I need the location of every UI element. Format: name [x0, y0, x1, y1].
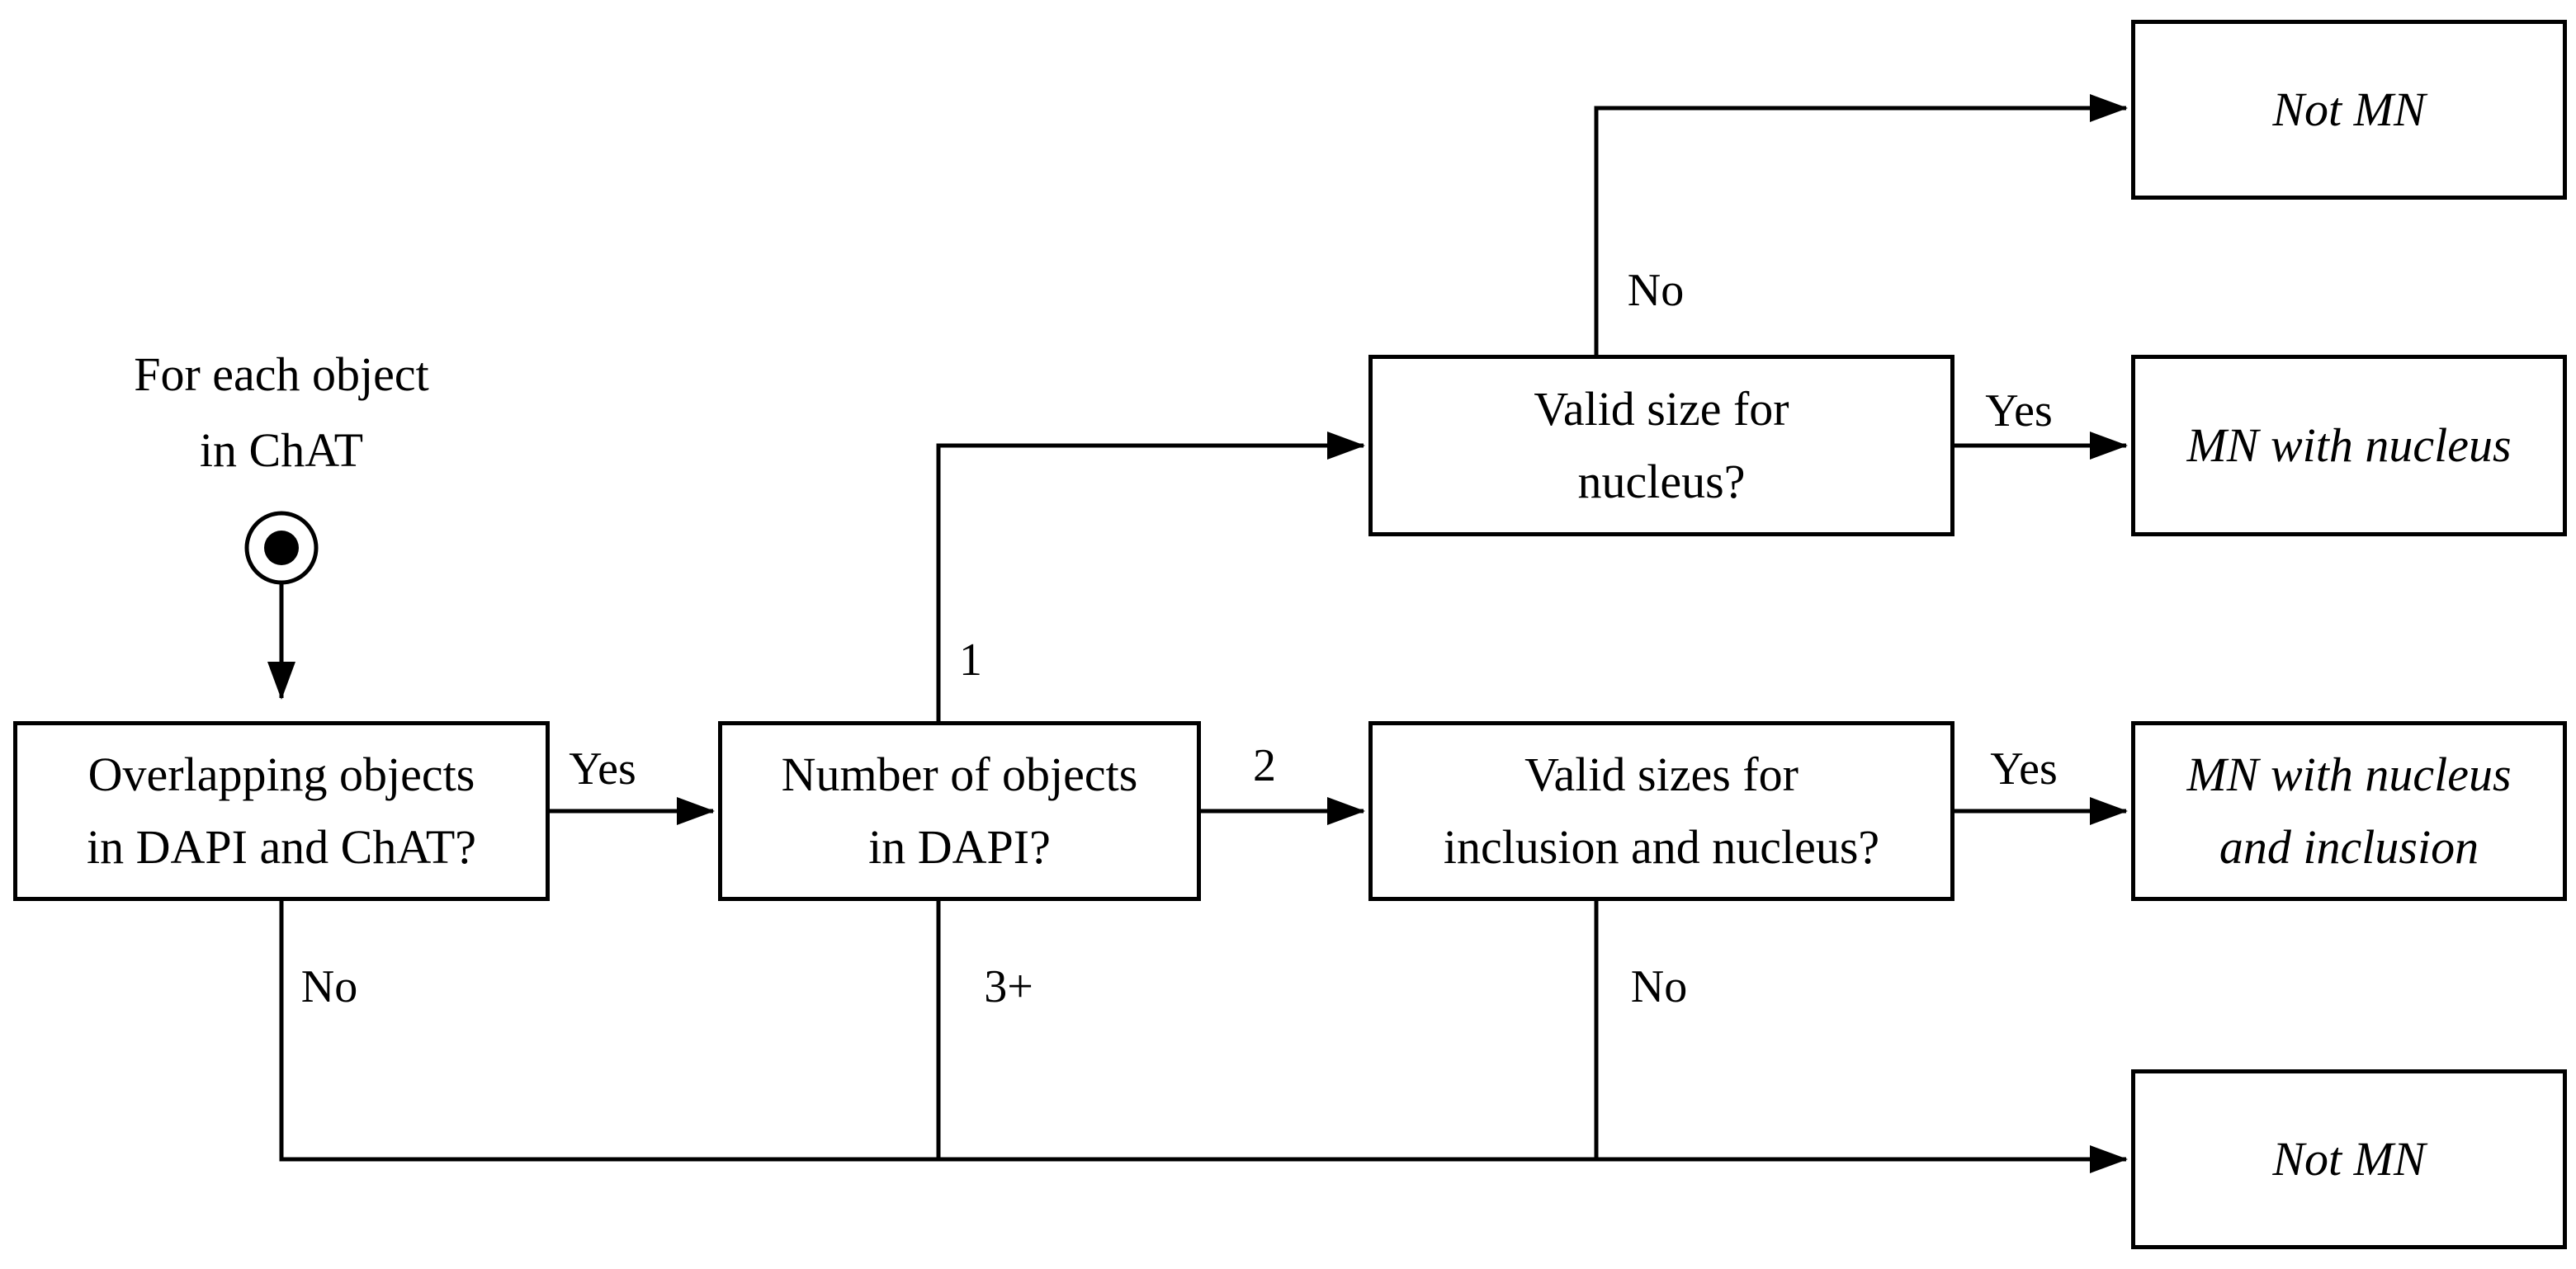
outcome-not-mn-top: Not MN: [2131, 20, 2567, 200]
edge-label-no-inclusion: No: [1630, 961, 1688, 1012]
edge-label-no-overlap: No: [300, 961, 358, 1012]
decision-overlapping-objects-line1: Overlapping objects: [87, 748, 475, 801]
edge-label-count-3plus: 3+: [984, 961, 1033, 1012]
edge-label-yes-inclusion: Yes: [1990, 743, 2058, 795]
decision-number-of-objects: Number of objects in DAPI?: [718, 721, 1201, 901]
outcome-not-mn-bottom: Not MN: [2131, 1069, 2567, 1249]
start-label: For each object in ChAT: [34, 337, 529, 488]
decision-valid-sizes-inclusion: Valid sizes for inclusion and nucleus?: [1368, 721, 1954, 901]
decision-valid-sizes-inclusion-line1: Valid sizes for: [1524, 748, 1798, 801]
outcome-mn-with-nucleus: MN with nucleus: [2131, 355, 2567, 536]
outcome-mn-with-nucleus-and-inclusion: MN with nucleus and inclusion: [2131, 721, 2567, 901]
outcome-mn-with-nucleus-and-inclusion-line1: MN with nucleus: [2186, 748, 2512, 801]
decision-overlapping-objects: Overlapping objects in DAPI and ChAT?: [13, 721, 550, 901]
start-node-icon: [244, 511, 319, 585]
edge-label-count-1: 1: [959, 634, 982, 686]
decision-number-of-objects-line2: in DAPI?: [868, 820, 1051, 874]
start-label-line1: For each object: [134, 347, 429, 401]
decision-overlapping-objects-line2: in DAPI and ChAT?: [86, 820, 476, 874]
edge-overlap-no-to-notmn: [279, 901, 2128, 1173]
edge-label-count-2: 2: [1253, 740, 1276, 791]
decision-valid-size-nucleus-line1: Valid size for: [1534, 382, 1789, 436]
edge-label-yes-overlap: Yes: [569, 743, 636, 795]
outcome-mn-with-nucleus-and-inclusion-line2: and inclusion: [2219, 820, 2479, 874]
decision-valid-sizes-inclusion-line2: inclusion and nucleus?: [1443, 820, 1880, 874]
edge-nucleus-no: [1594, 94, 2128, 355]
decision-valid-size-nucleus: Valid size for nucleus?: [1368, 355, 1954, 536]
outcome-not-mn-bottom-label: Not MN: [2272, 1132, 2426, 1186]
outcome-mn-with-nucleus-label: MN with nucleus: [2186, 418, 2512, 472]
decision-number-of-objects-line1: Number of objects: [781, 748, 1138, 801]
edge-label-no-nucleus: No: [1627, 265, 1685, 316]
start-label-line2: in ChAT: [199, 423, 364, 477]
decision-valid-size-nucleus-line2: nucleus?: [1577, 455, 1746, 508]
edge-count-1: [936, 432, 1365, 721]
edge-label-yes-nucleus: Yes: [1985, 385, 2053, 436]
outcome-not-mn-top-label: Not MN: [2272, 83, 2426, 136]
